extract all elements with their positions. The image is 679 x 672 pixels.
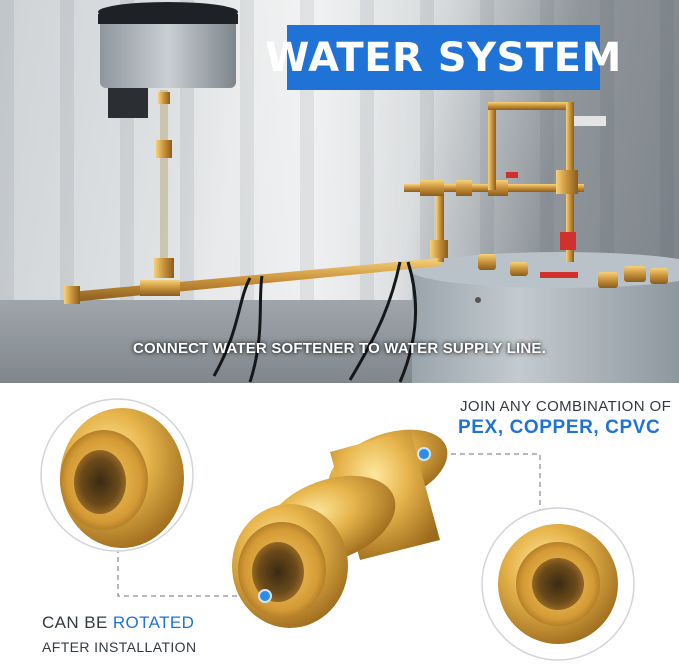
magnified-fitting-end-left-icon <box>40 398 194 552</box>
rotation-prefix: CAN BE <box>42 613 108 632</box>
black-hose-icon <box>212 261 418 383</box>
installation-label: AFTER INSTALLATION <box>42 639 197 655</box>
materials-label: PEX, COPPER, CPVC <box>458 417 661 438</box>
installation-scene: WATER SYSTEM CONNECT WATER SOFTENER TO W… <box>0 0 679 383</box>
combination-label: JOIN ANY COMBINATION OF <box>460 398 672 415</box>
scene-caption: CONNECT WATER SOFTENER TO WATER SUPPLY L… <box>132 340 546 357</box>
brass-pipe-network-icon <box>64 90 668 304</box>
page-title: WATER SYSTEM <box>265 34 622 81</box>
plumbing-illustration <box>64 2 679 383</box>
rotation-highlight: ROTATED <box>112 613 195 632</box>
title-banner: WATER SYSTEM <box>265 25 621 90</box>
rotation-label: CAN BE ROTATED <box>42 613 194 633</box>
magnified-fitting-end-right-icon <box>481 507 635 661</box>
callout-connectors <box>117 453 541 597</box>
callout-dot-combination <box>417 447 431 461</box>
callout-dot-rotation <box>258 589 272 603</box>
water-heater-tank-icon <box>98 2 238 118</box>
